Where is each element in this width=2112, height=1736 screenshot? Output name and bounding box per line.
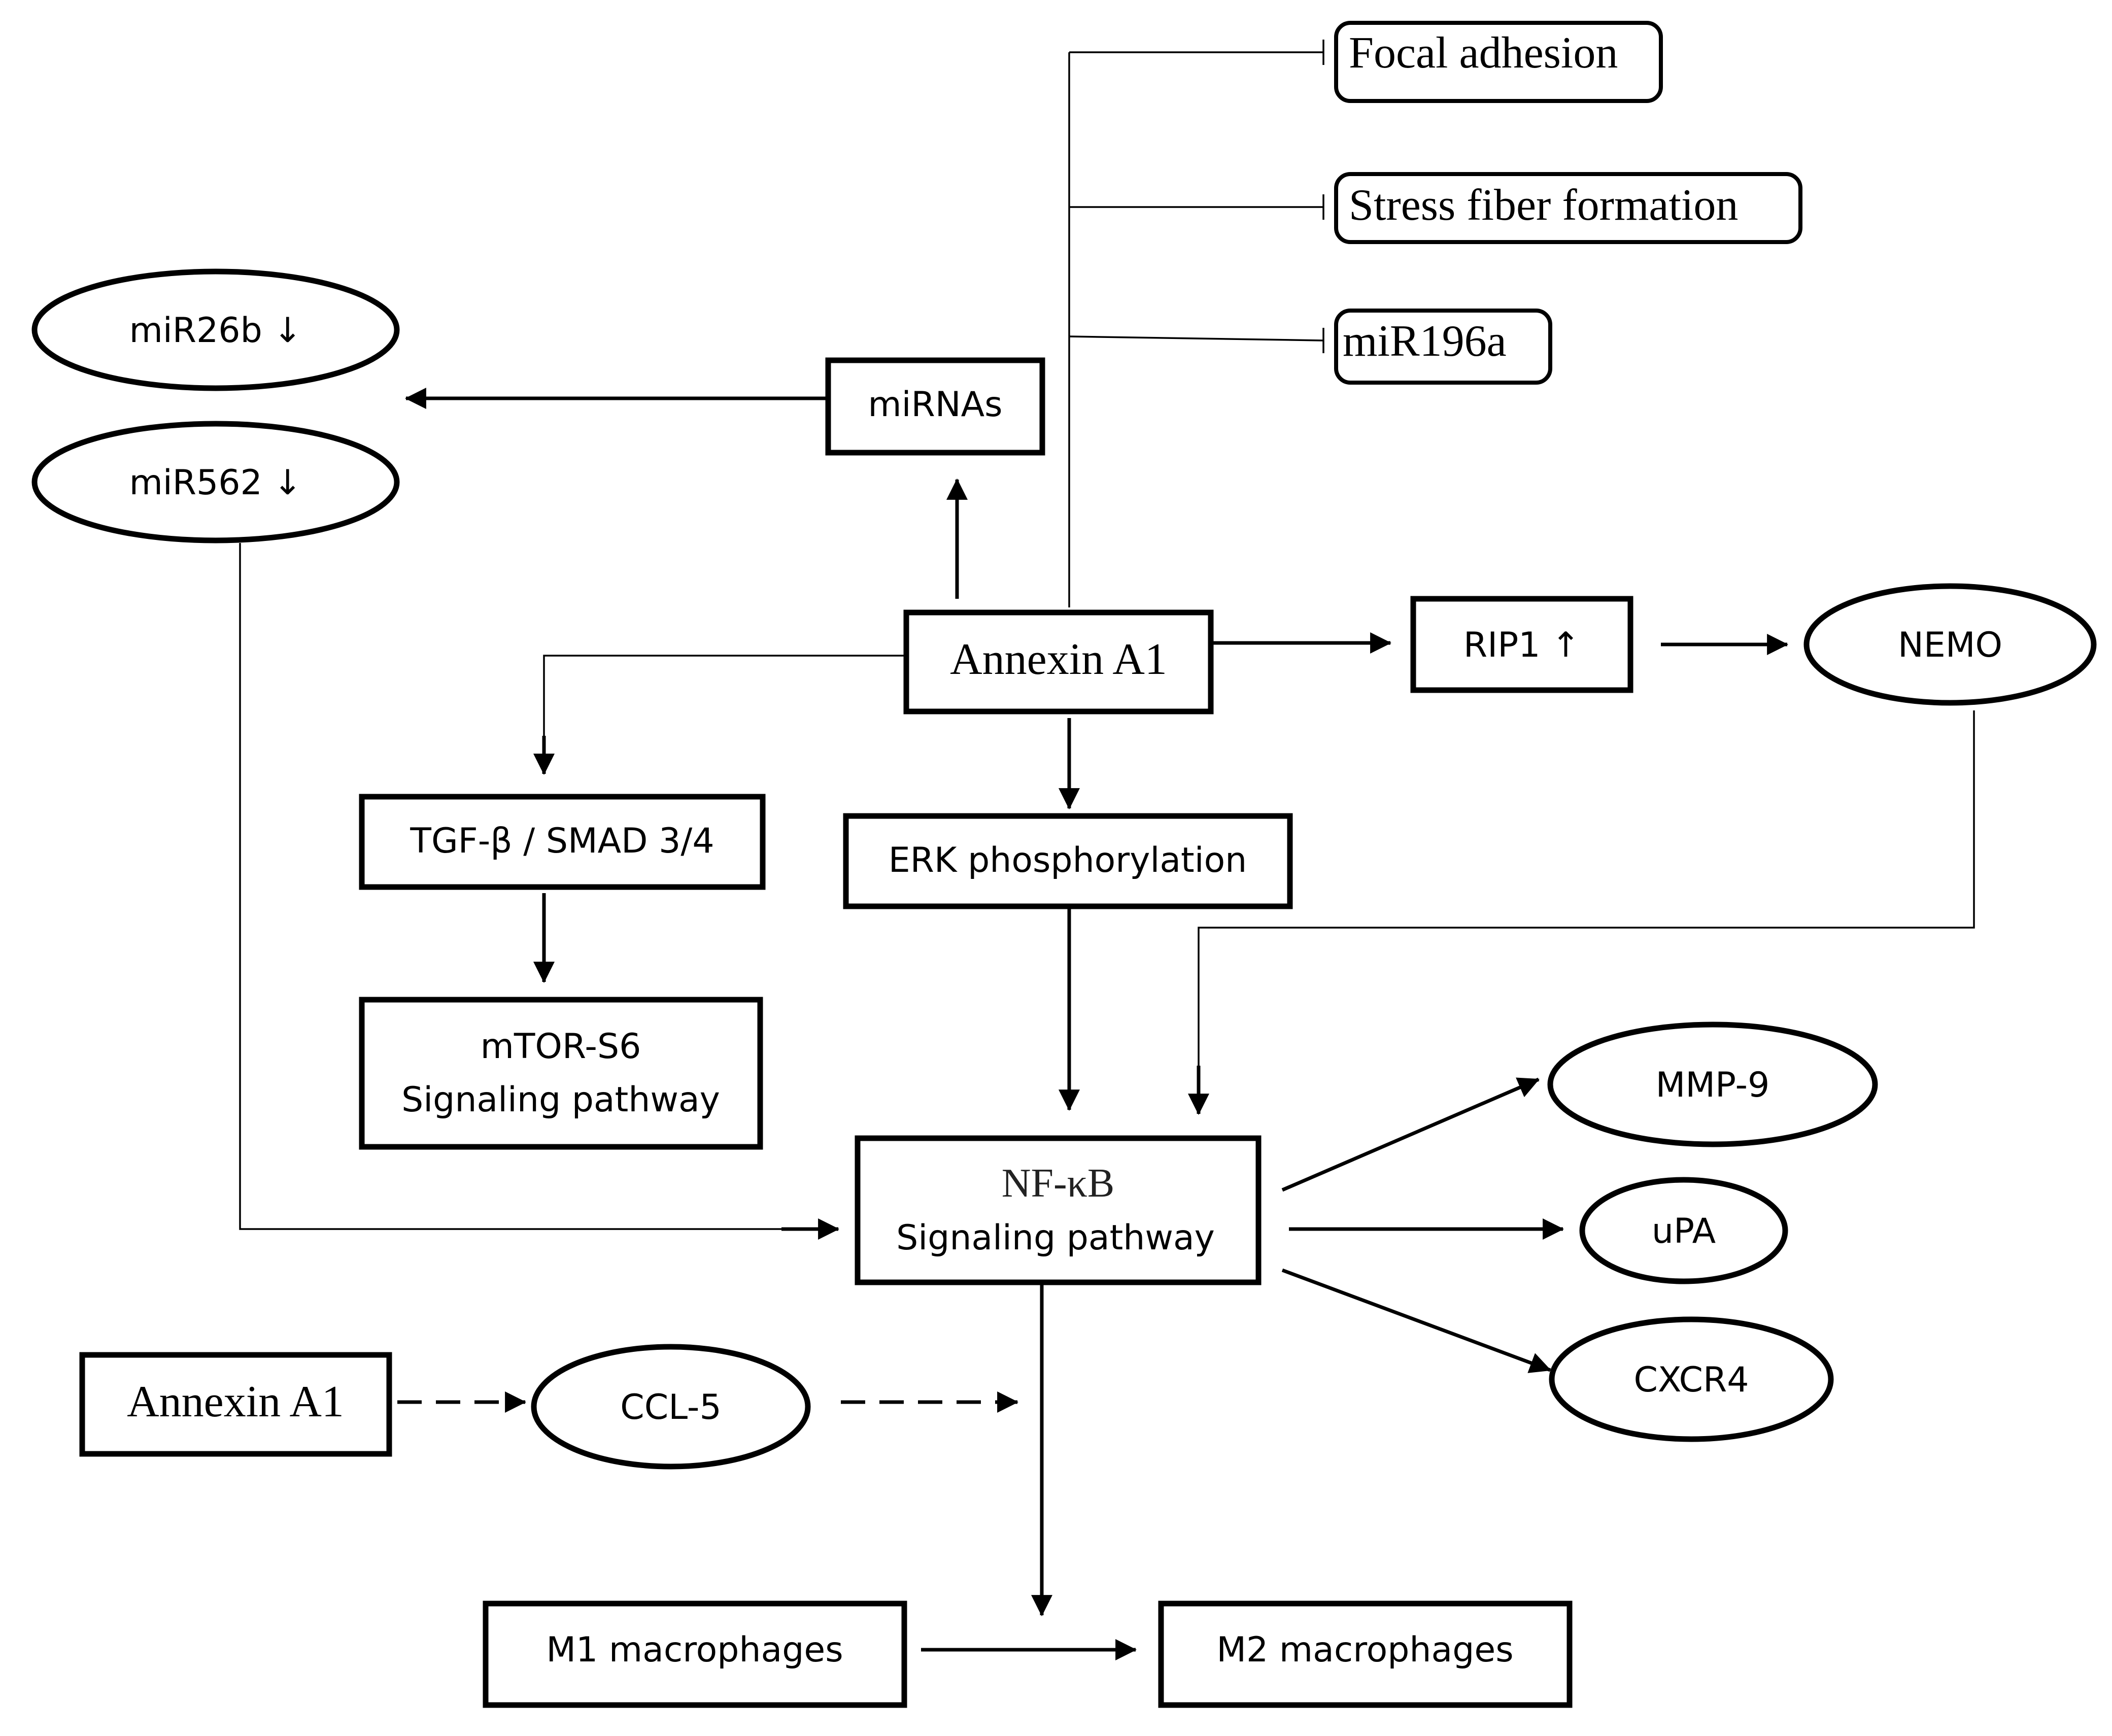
- node-mmp9: MMP-9: [1547, 1022, 1878, 1147]
- node-nfkb-label-1: NF-κB: [1002, 1161, 1115, 1206]
- node-nemo: NEMO: [1803, 583, 2097, 706]
- node-focal-adhesion: Focal adhesion: [1334, 21, 1663, 103]
- node-cxcr4: CXCR4: [1549, 1316, 1834, 1442]
- node-mir26b: miR26b ↓: [31, 268, 400, 391]
- node-mir562: miR562 ↓: [31, 421, 400, 543]
- edges: [239, 40, 1975, 1660]
- node-mtor-label-2: Signaling pathway: [401, 1080, 720, 1120]
- node-erk: ERK phosphorylation: [843, 813, 1293, 909]
- edge-annexin-tgf-line: [543, 655, 906, 771]
- node-nemo-label: NEMO: [1898, 625, 2002, 665]
- node-mirnas: miRNAs: [825, 357, 1045, 456]
- node-mmp9-label: MMP-9: [1656, 1065, 1770, 1105]
- node-erk-label: ERK phosphorylation: [889, 840, 1247, 880]
- node-nfkb: NF-κB Signaling pathway: [855, 1135, 1262, 1285]
- edge-annexin-mir196a: [1069, 335, 1324, 342]
- node-annexin-a1: Annexin A1: [903, 609, 1214, 714]
- node-annexin-a1-label: Annexin A1: [950, 635, 1167, 684]
- node-stress-fiber-label: Stress fiber formation: [1349, 181, 1738, 230]
- node-tgf-smad: TGF-β / SMAD 3/4: [359, 794, 766, 890]
- node-mir196a-label: miR196a: [1343, 317, 1507, 366]
- edge-mir562-nfkb-line: [239, 543, 792, 1230]
- node-nfkb-label-2: Signaling pathway: [896, 1218, 1215, 1258]
- edge-nfkb-cxcr4: [1281, 1268, 1551, 1373]
- node-m2-macrophages: M2 macrophages: [1158, 1601, 1573, 1708]
- node-mtor-label-1: mTOR-S6: [481, 1027, 641, 1067]
- node-rip1-label: RIP1 ↑: [1463, 625, 1580, 665]
- node-mir562-label: miR562 ↓: [129, 463, 302, 503]
- node-ccl5-label: CCL-5: [620, 1387, 721, 1427]
- node-tgf-smad-label: TGF-β / SMAD 3/4: [410, 821, 714, 861]
- node-upa: uPA: [1579, 1177, 1788, 1284]
- node-upa-label: uPA: [1652, 1211, 1716, 1251]
- node-ccl5: CCL-5: [531, 1344, 811, 1470]
- node-rip1: RIP1 ↑: [1410, 596, 1633, 693]
- node-mir196a: miR196a: [1334, 309, 1552, 385]
- node-mir26b-label: miR26b ↓: [129, 311, 302, 351]
- node-annexin-a1-lower: Annexin A1: [79, 1352, 392, 1457]
- node-annexin-a1-lower-label: Annexin A1: [127, 1377, 344, 1426]
- node-m2-label: M2 macrophages: [1216, 1630, 1513, 1670]
- node-mirnas-label: miRNAs: [868, 385, 1002, 425]
- node-m1-label: M1 macrophages: [546, 1630, 843, 1670]
- node-mtor: mTOR-S6 Signaling pathway: [359, 997, 763, 1150]
- node-focal-adhesion-label: Focal adhesion: [1349, 28, 1618, 78]
- node-m1-macrophages: M1 macrophages: [483, 1601, 907, 1708]
- node-stress-fiber: Stress fiber formation: [1334, 172, 1802, 244]
- edge-nfkb-mmp9: [1281, 1077, 1540, 1192]
- node-cxcr4-label: CXCR4: [1633, 1360, 1749, 1400]
- edge-nemo-nfkb-line: [1198, 710, 1975, 1076]
